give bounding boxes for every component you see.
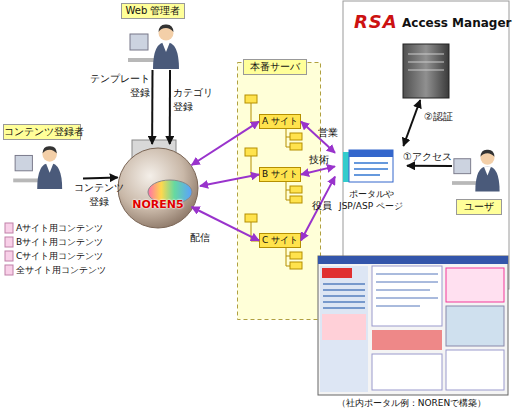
screen-text xyxy=(376,274,438,306)
portal-screenshot xyxy=(318,256,508,395)
edge-label: テンプレート 登録 xyxy=(86,72,150,100)
doc-icon xyxy=(5,223,13,233)
note-label: 全サイト用コンテンツ xyxy=(16,264,106,277)
note-label: 配信 xyxy=(190,231,210,245)
node-text: C サイト xyxy=(259,233,301,248)
site-box: B サイト xyxy=(259,167,301,182)
screen-titlebar xyxy=(318,256,508,264)
node-text: ユーザ xyxy=(456,199,502,215)
connector xyxy=(200,175,259,187)
cms-server: NOREN5 xyxy=(116,144,200,228)
noren-sphere xyxy=(118,148,198,228)
actor: コンテンツ登録者 xyxy=(3,124,83,192)
site-tree xyxy=(245,214,302,269)
doc-icon xyxy=(5,237,13,247)
screen-panel xyxy=(446,306,504,346)
screen-banner xyxy=(372,330,442,350)
edge-label: 役員 xyxy=(312,199,336,213)
node-text: Web 管理者 xyxy=(121,3,185,19)
connector xyxy=(151,70,153,144)
caption: （社内ポータル例：NORENで構築） xyxy=(310,397,513,410)
connector xyxy=(192,207,259,241)
portal-bar xyxy=(343,152,349,182)
node-text: コンテンツ登録者 xyxy=(3,124,81,140)
doc-icon xyxy=(5,265,13,275)
node-text: 本番サーバ xyxy=(243,59,307,75)
doc-icon xyxy=(5,251,13,261)
portal-header xyxy=(349,150,393,157)
auth-server: RSAAccess Manager xyxy=(352,8,507,100)
connector xyxy=(169,70,171,144)
connector xyxy=(407,165,452,167)
site-tree xyxy=(245,148,302,203)
site-box: A サイト xyxy=(259,114,301,129)
site-box: C サイト xyxy=(259,233,301,248)
screen-main xyxy=(372,266,442,326)
edge-label: 営業 xyxy=(318,126,342,140)
screen-frame xyxy=(318,256,508,395)
edge-label: ②認証 xyxy=(424,110,474,124)
admin-figure xyxy=(128,24,179,69)
screen-news xyxy=(372,354,442,390)
editor-figure xyxy=(13,146,62,189)
auth-frame xyxy=(343,1,509,289)
note-label: Bサイト用コンテンツ xyxy=(16,236,103,249)
server-slots xyxy=(408,54,444,70)
connector xyxy=(301,177,335,241)
site-tree xyxy=(245,95,302,150)
screen-sidebar xyxy=(320,266,368,392)
connector xyxy=(403,100,420,146)
note-label: Cサイト用コンテンツ xyxy=(16,250,103,263)
screen-logo xyxy=(322,268,352,278)
node-text: RSA xyxy=(354,11,398,32)
screen-block xyxy=(322,314,366,340)
edge-label: コンテンツ 登録 xyxy=(72,181,126,209)
connector xyxy=(192,122,259,166)
edge-label: ①アクセス xyxy=(403,150,463,164)
screen-notice xyxy=(446,268,504,302)
node-text: Access Manager xyxy=(402,16,511,30)
actor: ユーザ xyxy=(452,138,508,216)
connector xyxy=(301,166,335,174)
auth-server xyxy=(403,44,449,98)
node-text: A サイト xyxy=(259,114,301,129)
screen-menu xyxy=(323,284,365,308)
portal-lines xyxy=(354,163,388,175)
edge-label: カテゴリ 登録 xyxy=(173,86,215,114)
node-text: B サイト xyxy=(259,167,301,182)
server-group: 本番サーバ A サイト B サイト C サイト xyxy=(237,62,321,320)
user-figure xyxy=(452,150,500,192)
actor: Web 管理者 xyxy=(121,3,191,70)
server-group-box xyxy=(238,63,321,320)
node-text: NOREN5 xyxy=(116,198,200,211)
portal-window xyxy=(349,150,393,182)
connector xyxy=(83,177,118,180)
note-label: Aサイト用コンテンツ xyxy=(16,222,103,235)
edge-label: 技術 xyxy=(309,153,333,167)
portal: ポータルや JSP/ASP ページ xyxy=(335,146,407,214)
screen-panel xyxy=(446,350,504,390)
node-text: ポータルや JSP/ASP ページ xyxy=(335,188,407,212)
